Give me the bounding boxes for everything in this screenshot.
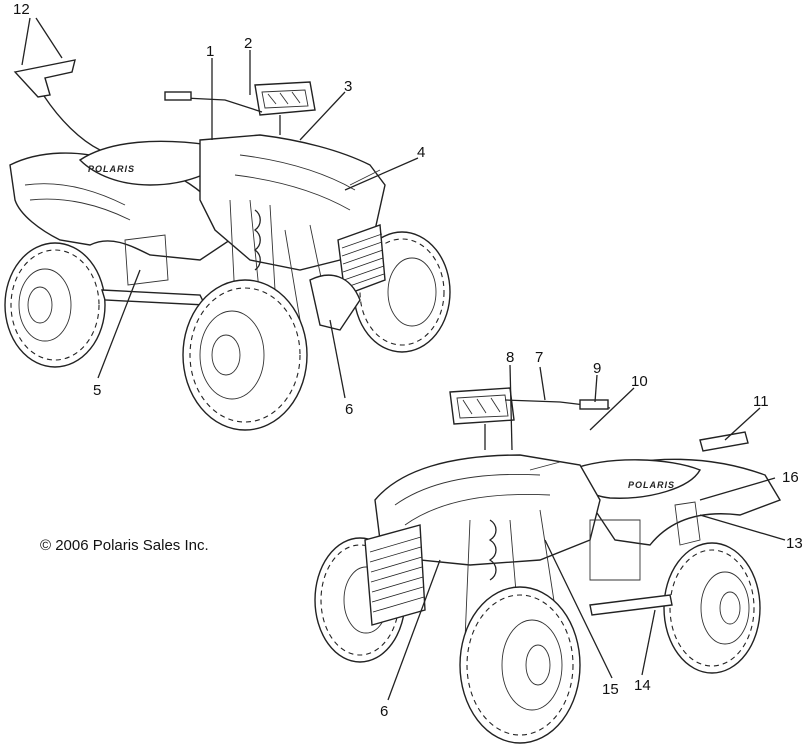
callout-5: 5	[93, 382, 101, 399]
callout-6-bottom: 6	[380, 703, 388, 720]
front-grille	[337, 224, 386, 296]
callout-15: 15	[602, 681, 619, 698]
rear-left-wheel	[4, 242, 106, 368]
polaris-logo-decal: POLARIS	[88, 164, 135, 174]
headlight-pod	[254, 81, 316, 135]
front-body	[374, 454, 601, 566]
callout-16: 16	[782, 469, 799, 486]
front-grille	[364, 524, 426, 626]
callouts: 12 1 2 3 4 5 6 8 7 9 10 11 16 13 15 14 6	[13, 1, 803, 720]
callout-9: 9	[593, 360, 601, 377]
callout-4: 4	[417, 144, 425, 161]
callout-11: 11	[753, 393, 769, 410]
front-near-wheel	[182, 279, 308, 431]
front-body	[199, 134, 386, 271]
front-near-wheel	[459, 586, 581, 744]
polaris-logo-decal: POLARIS	[628, 480, 675, 490]
footrest	[589, 594, 673, 616]
callout-14: 14	[634, 677, 651, 694]
rear-far-wheel	[663, 542, 761, 674]
atv-front-view: POLARIS	[314, 387, 782, 744]
headlight-pod	[449, 387, 515, 450]
callout-1: 1	[206, 43, 214, 60]
footrest	[101, 289, 207, 306]
callout-6-top: 6	[345, 401, 353, 418]
atv-rear-view: POLARIS	[4, 59, 451, 431]
callout-2: 2	[244, 35, 252, 52]
copyright-notice: © 2006 Polaris Sales Inc.	[40, 537, 209, 554]
callout-7: 7	[535, 349, 543, 366]
callout-13: 13	[786, 535, 803, 552]
callout-10: 10	[631, 373, 648, 390]
callout-8: 8	[506, 349, 514, 366]
rear-flag-decal	[13, 59, 76, 98]
callout-3: 3	[344, 78, 352, 95]
leader-lines	[21, 17, 786, 701]
fender-tag-decal	[699, 431, 749, 452]
callout-12: 12	[13, 1, 30, 18]
